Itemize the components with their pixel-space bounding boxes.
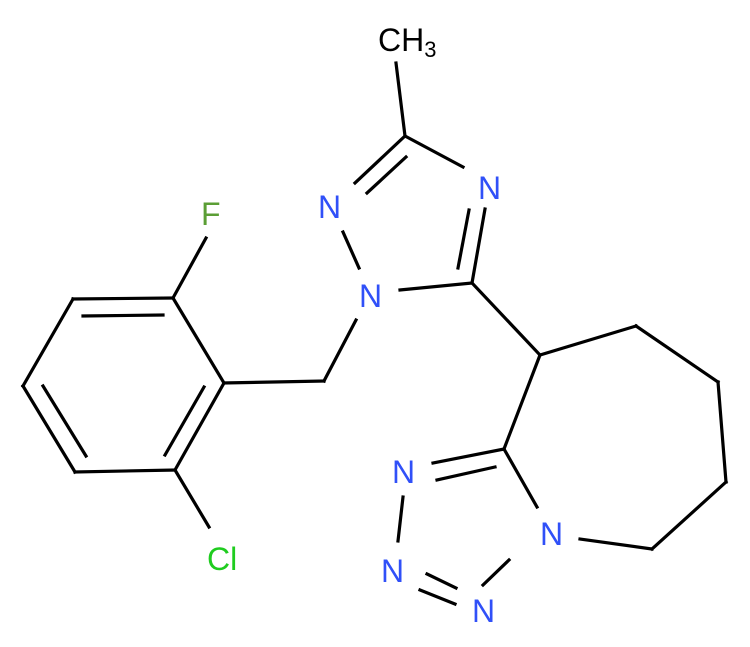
nitrogen-label-triazole-n4: N — [478, 170, 501, 206]
bonds — [20, 61, 729, 607]
nitrogen-label-tetrazole-a: N — [392, 454, 415, 490]
nitrogen-label-tetrazole-b: N — [381, 553, 404, 589]
methyl-label: CH3 — [378, 22, 436, 62]
bond-methyl — [394, 61, 407, 138]
atom-labels: CH3 N N N F Cl N N N N — [201, 22, 563, 629]
chlorine-label: Cl — [207, 541, 237, 577]
nitrogen-label-triazole-n2: N — [318, 189, 341, 225]
nitrogen-label-tetrazole-bridge: N — [540, 516, 563, 552]
fluorine-label: F — [201, 196, 221, 232]
nitrogen-label-tetrazole-c: N — [472, 593, 495, 629]
nitrogen-label-triazole-n1: N — [359, 278, 382, 314]
